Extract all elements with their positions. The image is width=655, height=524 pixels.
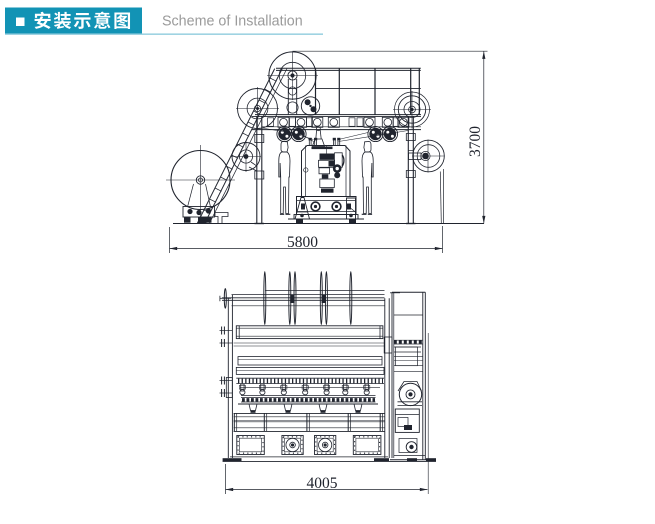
- svg-text:Scheme of Installation: Scheme of Installation: [162, 14, 303, 30]
- svg-text:5800: 5800: [287, 234, 318, 251]
- svg-text:4005: 4005: [307, 475, 338, 492]
- svg-text:3700: 3700: [467, 126, 484, 157]
